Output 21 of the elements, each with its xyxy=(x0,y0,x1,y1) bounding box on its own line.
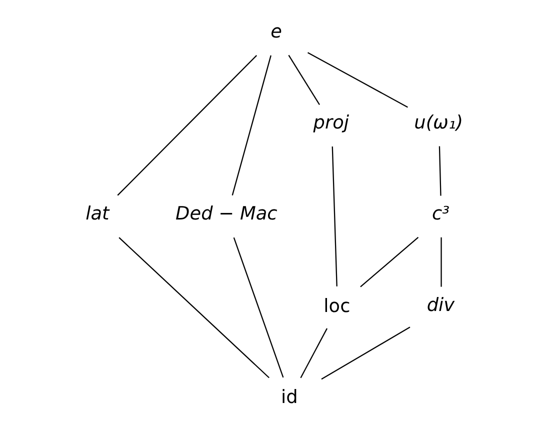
connector xyxy=(438,146,442,196)
connector xyxy=(332,146,338,286)
connector xyxy=(117,54,258,196)
node-text: div xyxy=(426,294,455,316)
node-text: u(ω₁) xyxy=(414,112,464,134)
connector xyxy=(118,236,270,378)
node-text: c³ xyxy=(432,203,450,224)
connector xyxy=(232,54,272,195)
connector xyxy=(440,236,442,286)
node-text: id xyxy=(281,386,298,408)
connector xyxy=(300,328,328,378)
connector xyxy=(360,236,419,287)
node-text: loc xyxy=(324,295,350,316)
connector xyxy=(307,52,408,108)
connector xyxy=(233,236,284,378)
connector xyxy=(321,326,410,380)
node-text: lat xyxy=(86,203,110,224)
node-text: proj xyxy=(313,112,349,134)
node-text: e xyxy=(270,21,282,42)
connector xyxy=(288,54,320,104)
node-text: Ded − Mac xyxy=(176,203,278,224)
